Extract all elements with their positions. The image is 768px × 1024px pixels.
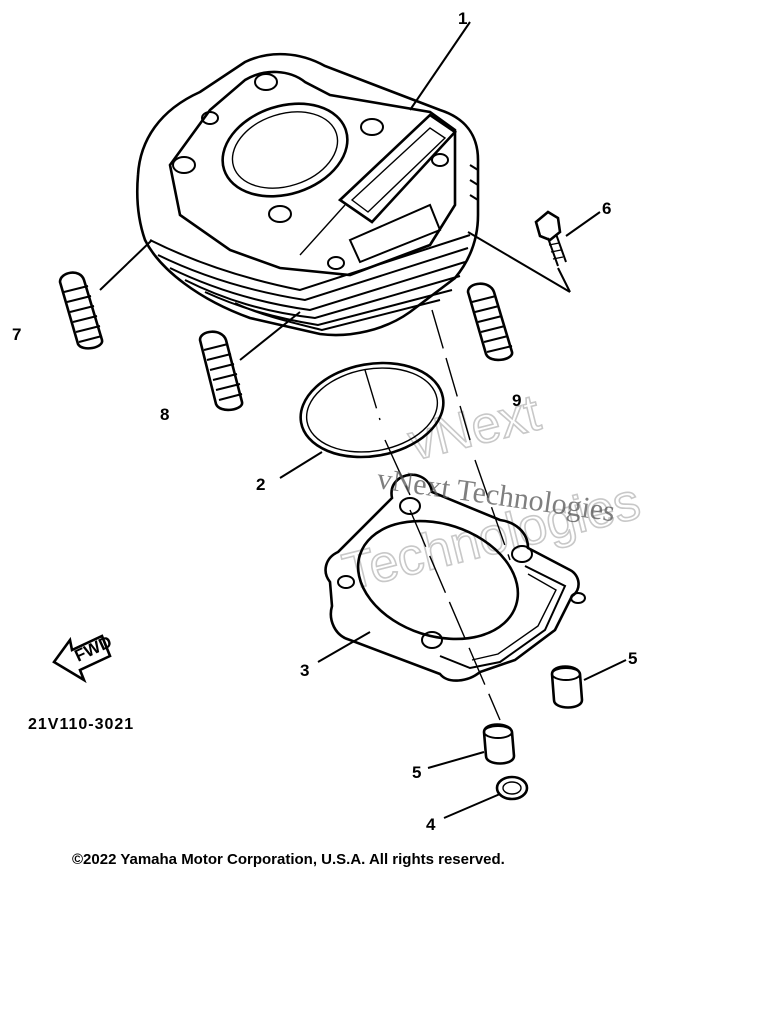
callout-4: 4 <box>426 815 436 834</box>
o-ring <box>279 361 445 479</box>
callout-9: 9 <box>512 391 521 410</box>
callout-5-right: 5 <box>628 649 637 668</box>
washer <box>443 775 529 819</box>
stud-9 <box>466 282 514 362</box>
gasket <box>317 473 586 682</box>
callout-3: 3 <box>300 661 309 680</box>
callout-8: 8 <box>160 405 169 424</box>
callout-2: 2 <box>256 475 265 494</box>
callout-5-left: 5 <box>412 763 421 782</box>
diagram-code: 21V110-3021 <box>28 716 134 733</box>
callout-6: 6 <box>602 199 611 218</box>
fwd-label: FWD <box>72 632 115 666</box>
stud-8 <box>198 311 301 412</box>
cylinder <box>135 21 480 337</box>
alignment-lines <box>364 309 511 721</box>
watermark-line1: vNext <box>403 384 547 473</box>
bolt <box>467 210 601 293</box>
copyright-text: ©2022 Yamaha Motor Corporation, U.S.A. A… <box>72 851 505 868</box>
fwd-arrow-icon: FWD <box>52 632 115 684</box>
callout-7: 7 <box>12 325 21 344</box>
dowel-pin-right <box>550 659 627 709</box>
dowel-pin-left <box>427 723 516 769</box>
callout-1: 1 <box>458 9 467 28</box>
stud-7 <box>58 239 153 350</box>
